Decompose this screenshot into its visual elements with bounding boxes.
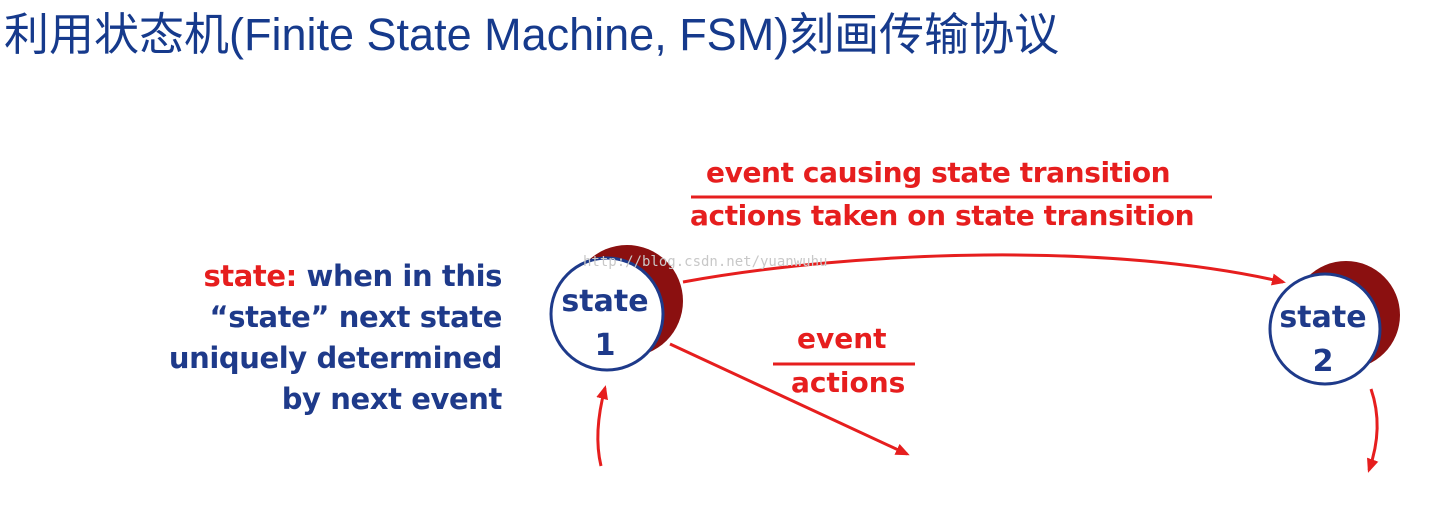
state-1-label: state 1 <box>545 280 665 368</box>
state-1-name: state <box>561 284 649 319</box>
page-title: 利用状态机(Finite State Machine, FSM)刻画传输协议 <box>4 9 1060 60</box>
watermark-text: http://blog.csdn.net/yuanwuhu <box>583 254 828 270</box>
state-1-circle <box>549 256 665 372</box>
state-description: state: when in this “state” next state u… <box>142 256 503 420</box>
transition-arrow-state1-out <box>669 342 910 456</box>
transition-arrow-state2-out <box>1367 388 1379 473</box>
state-1-number: 1 <box>594 328 616 363</box>
state-2-number: 2 <box>1312 344 1334 379</box>
state-description-line-1: state: when in this <box>142 256 502 297</box>
state-keyword: state: <box>203 259 297 293</box>
top-actions-label: actions taken on state transition <box>690 199 1195 232</box>
top-event-label: event causing state transition <box>706 156 1171 189</box>
mid-event-label: event <box>797 322 887 355</box>
state-description-line-4: by next event <box>281 382 503 416</box>
transition-arrow-into-state1 <box>596 385 608 467</box>
state-2-name: state <box>1279 300 1367 335</box>
mid-actions-label: actions <box>791 366 906 399</box>
state-2-node <box>1268 261 1400 386</box>
state-1-node <box>549 245 683 372</box>
state-description-line-3: uniquely determined <box>168 341 503 375</box>
transition-arrow-state1-to-state2 <box>682 253 1286 286</box>
state-2-circle <box>1268 272 1382 386</box>
state-description-line-2: “state” next state <box>209 300 503 334</box>
state-description-line-1-rest: when in this <box>296 259 503 293</box>
state-2-label: state 2 <box>1263 296 1383 384</box>
